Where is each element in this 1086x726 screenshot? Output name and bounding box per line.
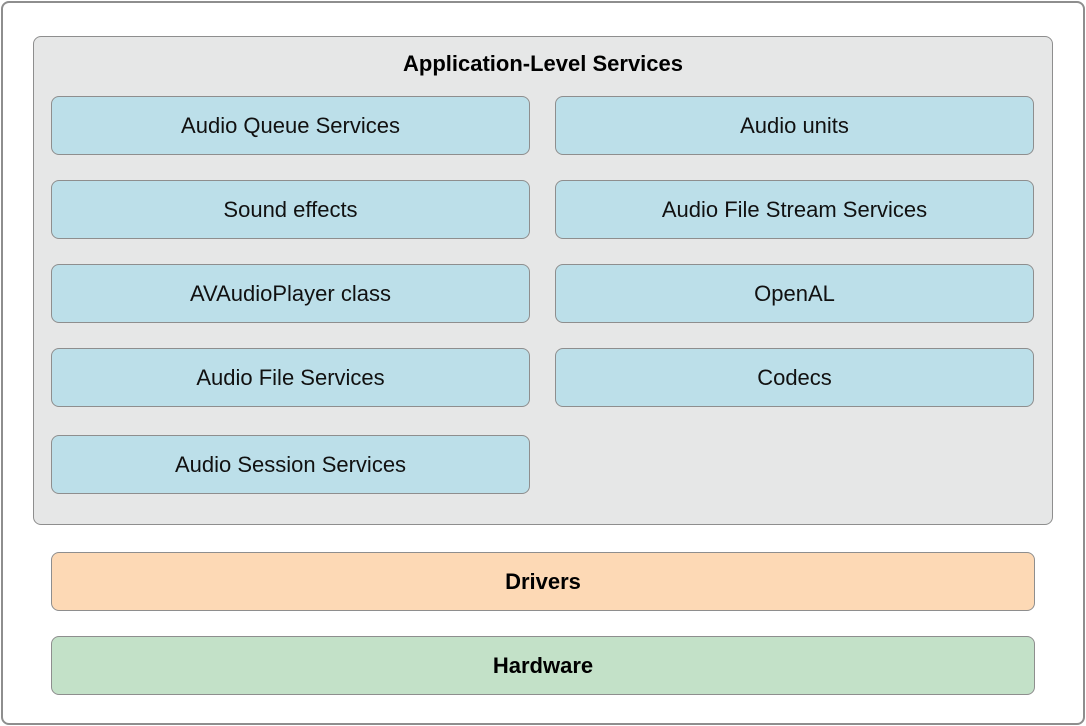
service-box-audio-units: Audio units bbox=[555, 96, 1034, 155]
service-box-codecs: Codecs bbox=[555, 348, 1034, 407]
service-box-audio-file-services: Audio File Services bbox=[51, 348, 530, 407]
service-box-audio-session-services: Audio Session Services bbox=[51, 435, 530, 494]
application-level-services-title: Application-Level Services bbox=[403, 51, 683, 76]
service-box-sound-effects: Sound effects bbox=[51, 180, 530, 239]
service-box-avaudioplayer-class: AVAudioPlayer class bbox=[51, 264, 530, 323]
service-box-audio-queue-services: Audio Queue Services bbox=[51, 96, 530, 155]
drivers-layer: Drivers bbox=[51, 552, 1035, 611]
hardware-layer: Hardware bbox=[51, 636, 1035, 695]
service-box-openal: OpenAL bbox=[555, 264, 1034, 323]
service-box-audio-file-stream-services: Audio File Stream Services bbox=[555, 180, 1034, 239]
